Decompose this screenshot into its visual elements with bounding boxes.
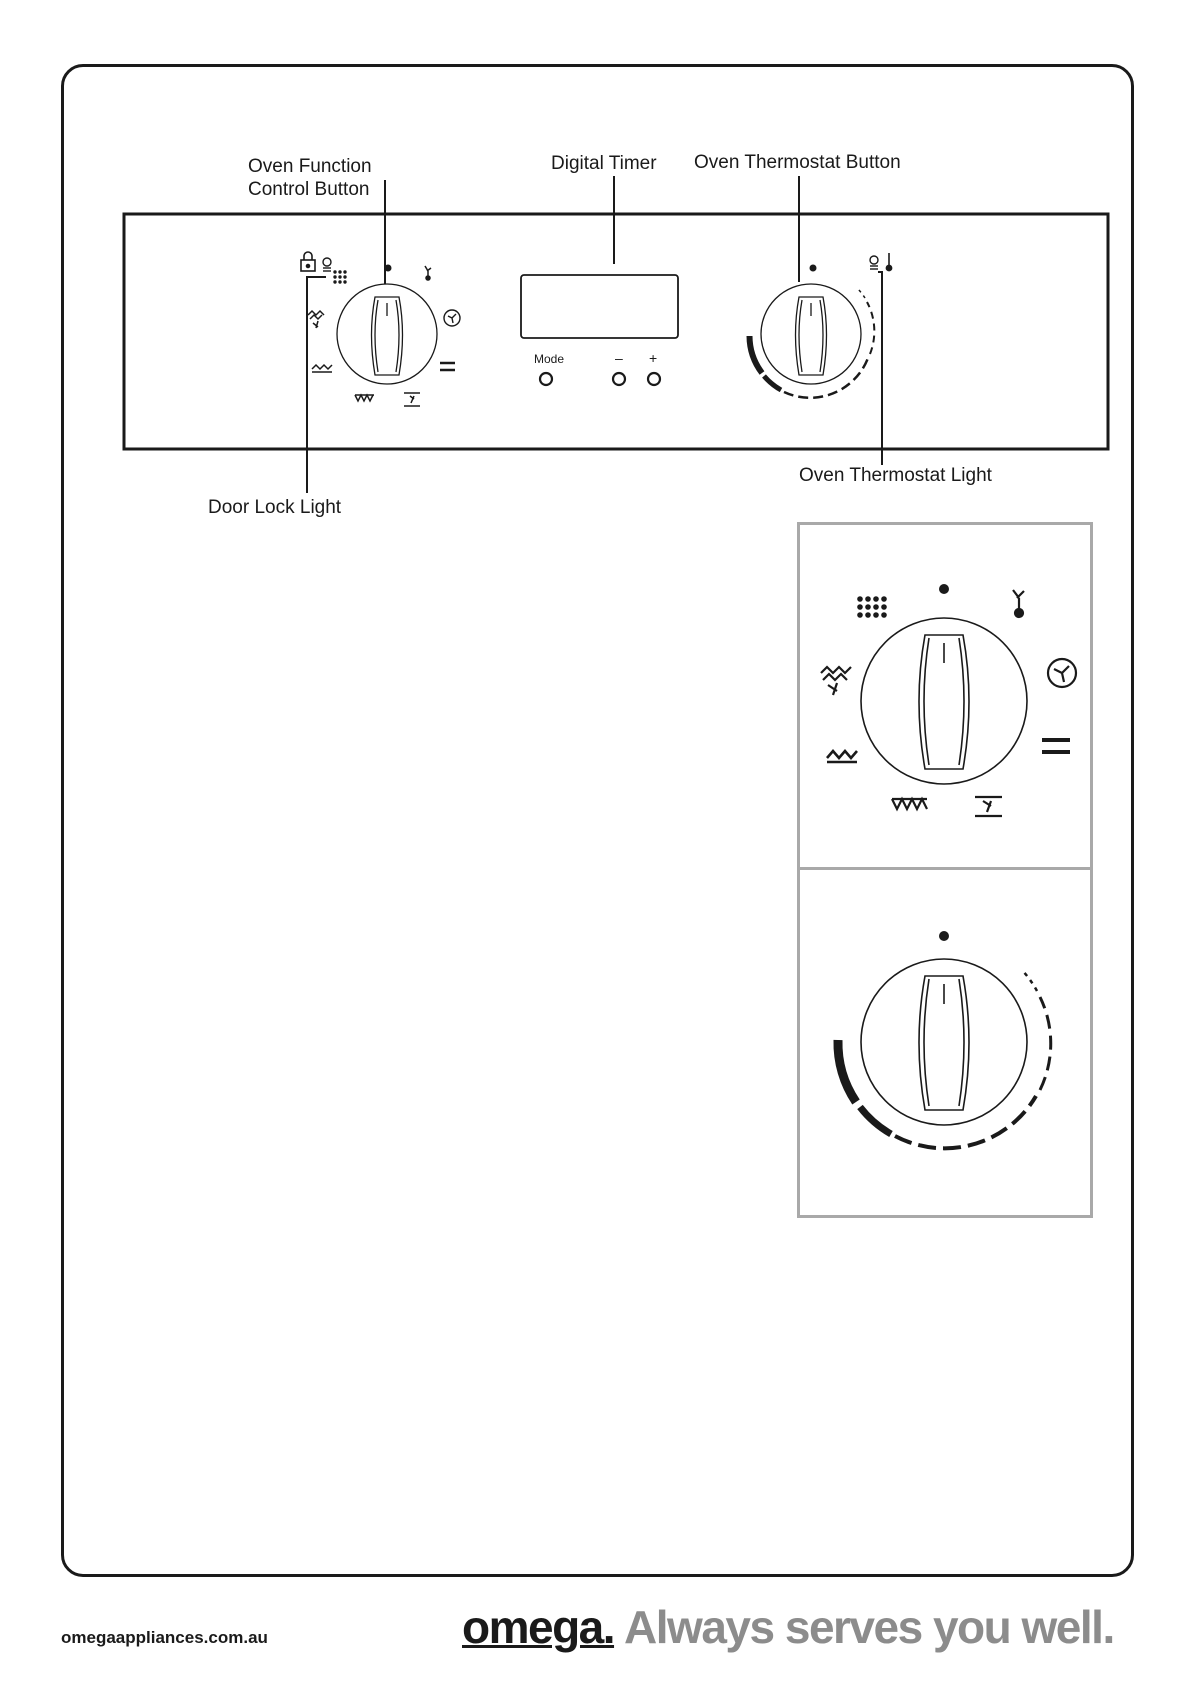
function-knob xyxy=(337,284,437,384)
brand-logo: omega.Always serves you well. xyxy=(462,1600,1114,1654)
control-panel-diagram xyxy=(0,0,1191,520)
timer-plus-label: + xyxy=(649,350,657,366)
small-conventional-fan-icon xyxy=(444,310,460,326)
fan-grill-icon xyxy=(821,667,851,695)
brand-tagline: Always serves you well. xyxy=(624,1601,1114,1653)
thermostat-knob-panel xyxy=(797,867,1093,1218)
thermostat-knob-indicator-dot xyxy=(810,265,817,272)
fan-icon xyxy=(1013,590,1024,617)
conventional-icon xyxy=(1042,740,1070,752)
function-light-icon xyxy=(323,258,331,271)
padlock-icon xyxy=(301,252,315,271)
timer-plus-button xyxy=(648,373,660,385)
timer-minus-button xyxy=(613,373,625,385)
defrost-icon xyxy=(857,596,887,618)
thermostat-light-icon xyxy=(870,256,878,269)
grill-icon xyxy=(827,751,857,762)
bottom-heat-icon xyxy=(892,799,927,809)
small-fan-grill-icon xyxy=(308,311,324,328)
function-knob-panel xyxy=(797,522,1093,870)
brand-name: omega. xyxy=(462,1601,614,1653)
thermostat-knob xyxy=(761,284,861,384)
thermostat-light-leader xyxy=(878,272,882,465)
timer-display xyxy=(521,275,678,338)
thermometer-icon xyxy=(886,253,891,271)
function-knob-large xyxy=(800,525,1090,867)
small-fan-bottom-heat-icon xyxy=(404,393,420,406)
small-defrost-icon xyxy=(333,270,346,283)
control-panel xyxy=(124,214,1108,449)
footer-url[interactable]: omegaappliances.com.au xyxy=(61,1628,268,1648)
timer-minus-label: – xyxy=(615,350,623,366)
timer-mode-label: Mode xyxy=(534,352,564,366)
timer-mode-button xyxy=(540,373,552,385)
large-thermostat-indicator-dot xyxy=(939,931,949,941)
small-grill-icon xyxy=(312,365,332,372)
fan-bottom-heat-icon xyxy=(975,797,1002,816)
small-bottom-heat-icon xyxy=(355,395,374,401)
thermostat-knob-large xyxy=(800,870,1090,1215)
door-lock-leader xyxy=(307,277,326,493)
small-fan-icon xyxy=(425,266,431,280)
large-function-indicator-dot xyxy=(939,584,949,594)
function-knob-indicator-dot xyxy=(385,265,392,272)
conventional-fan-icon xyxy=(1048,659,1076,687)
small-conventional-icon xyxy=(440,363,455,370)
